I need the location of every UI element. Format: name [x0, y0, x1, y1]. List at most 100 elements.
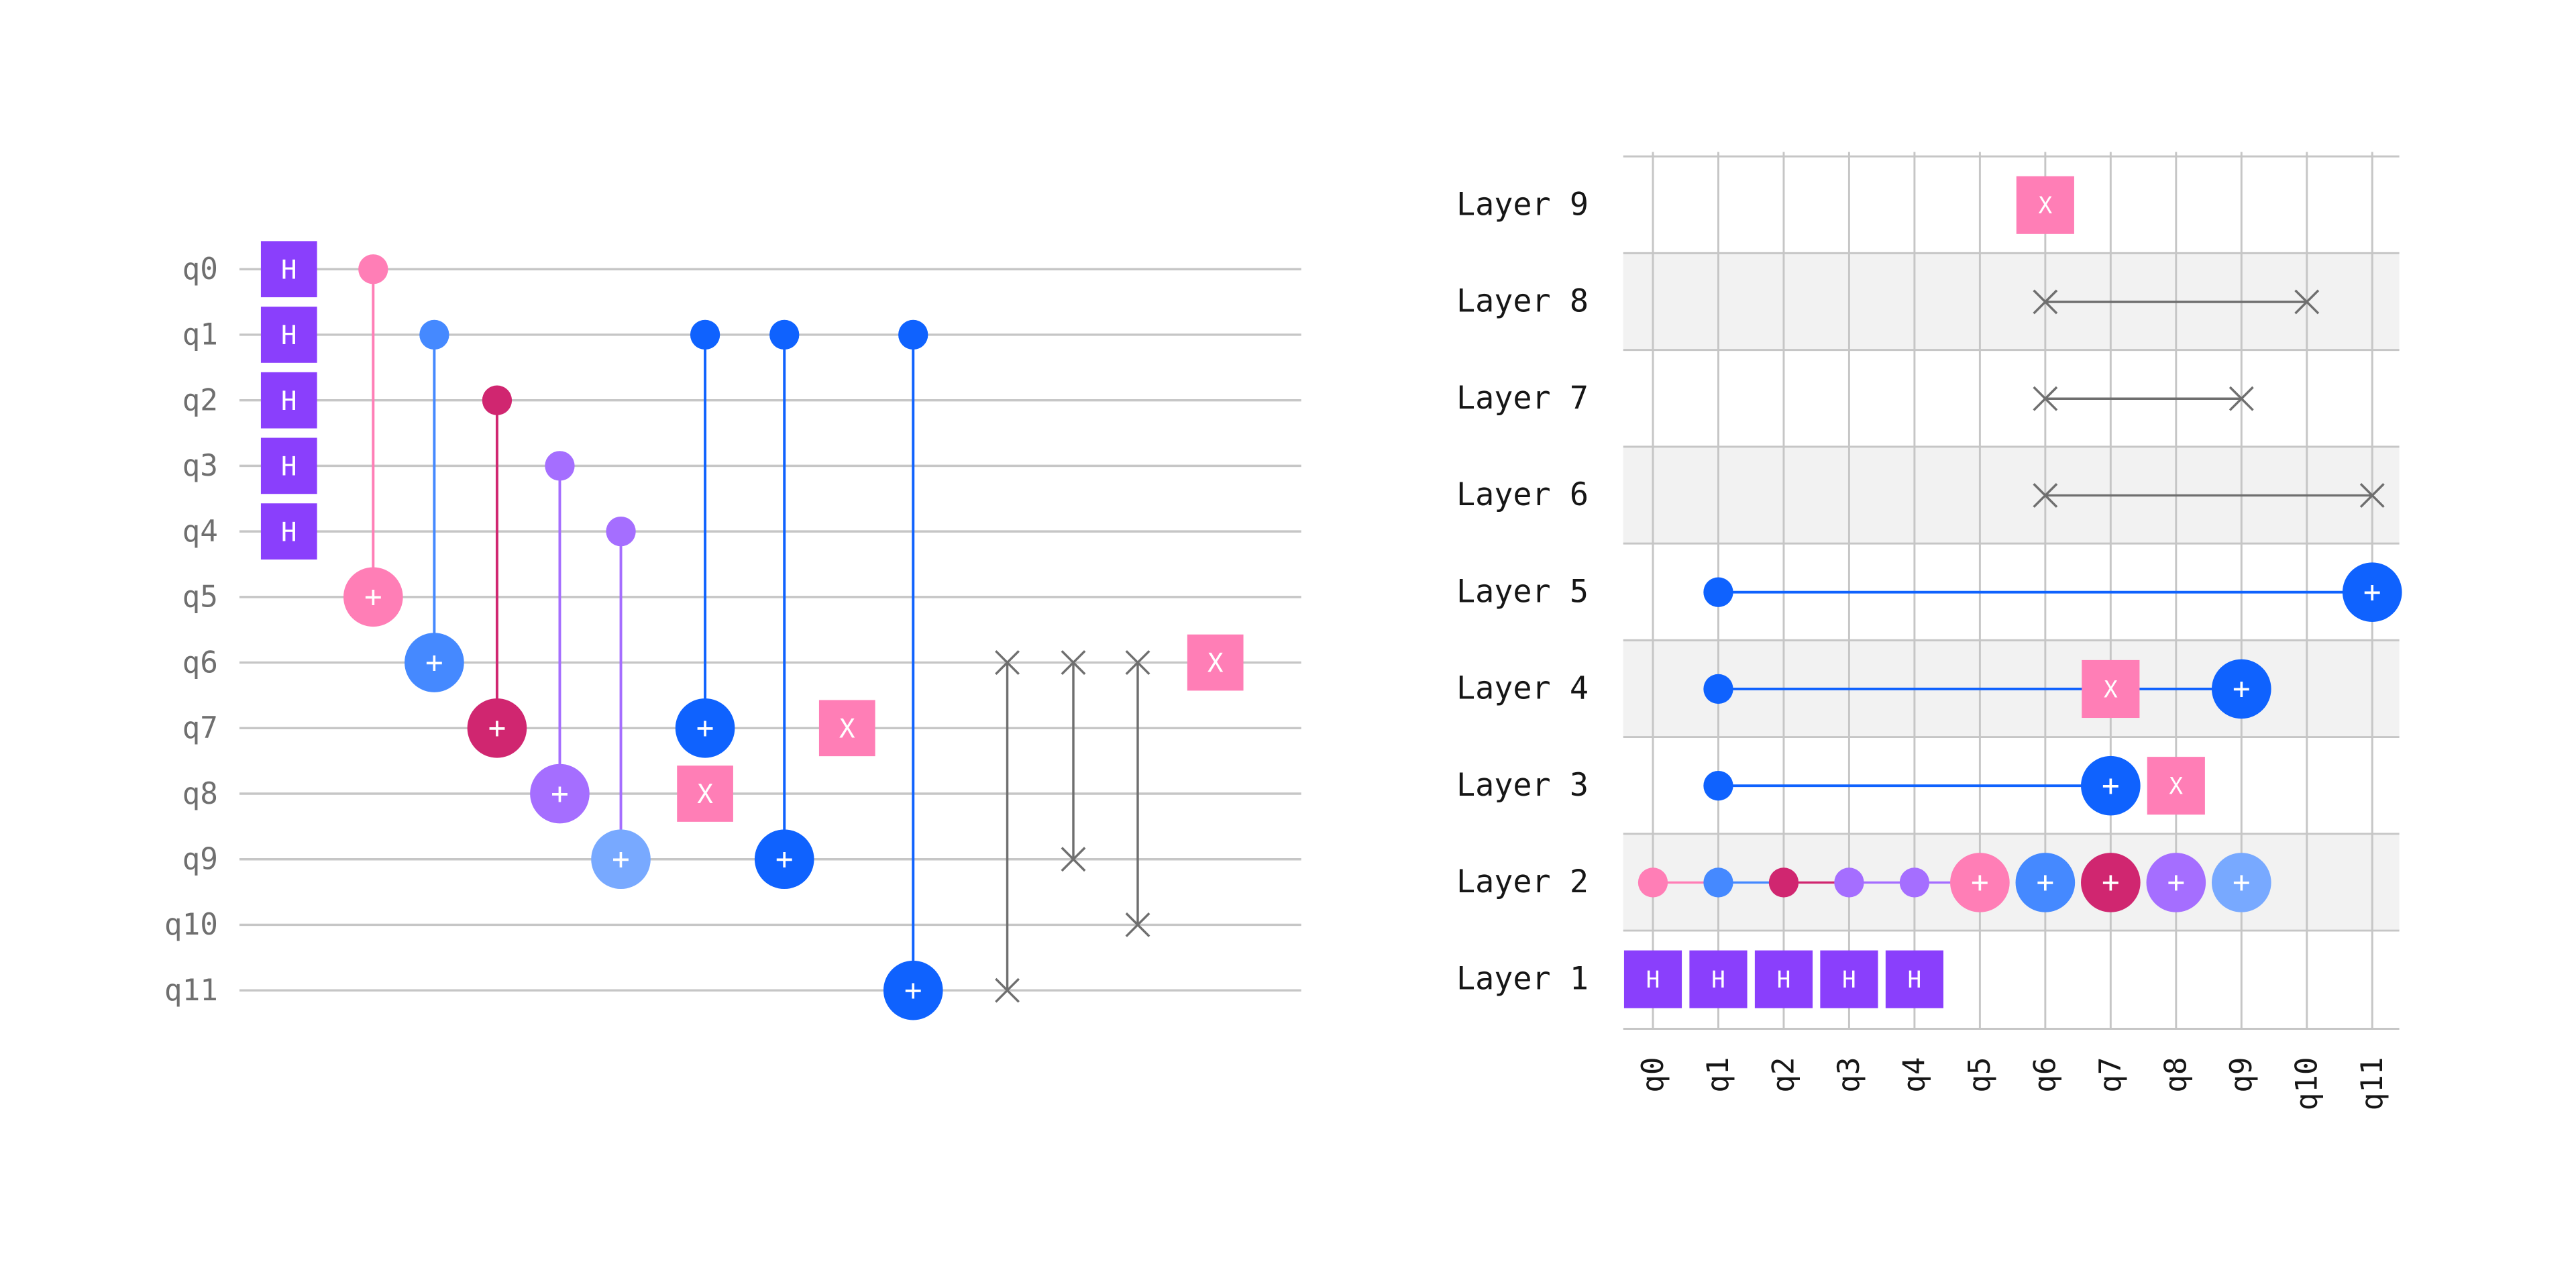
- x-gate-box: [818, 700, 875, 757]
- target-plus: +: [2233, 672, 2251, 706]
- target-plus: +: [425, 645, 443, 680]
- target-circle: [2146, 853, 2206, 912]
- circuit-diagram: q0q1q2q3q4q5q6q7q8q9q10q11HHHHH++++++X+X…: [164, 241, 1301, 1020]
- layer-label-7: Layer 7: [1456, 380, 1589, 417]
- x-gate-box: [2016, 176, 2074, 234]
- target-plus: +: [2037, 865, 2055, 900]
- qubit-axis-label-q10: q10: [2290, 1057, 2324, 1110]
- x-gate-label: X: [697, 779, 713, 810]
- layer-label-2: Layer 2: [1456, 864, 1589, 900]
- target-plus: +: [1971, 865, 1989, 900]
- target-plus: +: [551, 777, 569, 811]
- qubit-label-q2: q2: [182, 383, 218, 417]
- qubit-label-q0: q0: [182, 252, 218, 286]
- swap-cross: [2033, 483, 2058, 508]
- swap-cross: [1061, 650, 1086, 676]
- swap-cross: [2229, 386, 2254, 411]
- control-dot: [1703, 577, 1733, 607]
- swap-cross: [2294, 289, 2320, 315]
- qubit-label-q3: q3: [182, 449, 218, 483]
- qubit-axis-label-q1: q1: [1701, 1057, 1735, 1092]
- x-gate-label: X: [2104, 676, 2118, 703]
- target-circle: [405, 633, 464, 692]
- target-circle: [2342, 562, 2402, 623]
- swap-cross: [1125, 650, 1150, 676]
- swap-cross: [995, 650, 1020, 676]
- hadamard-gate-label: H: [1842, 967, 1856, 994]
- hadamard-gate-label: H: [281, 452, 297, 482]
- target-plus: +: [488, 711, 506, 745]
- qubit-axis-label-q4: q4: [1898, 1057, 1932, 1092]
- qubit-label-q8: q8: [182, 777, 218, 811]
- qubit-label-q9: q9: [182, 843, 218, 877]
- swap-cross: [1125, 912, 1150, 937]
- qubit-label-q6: q6: [182, 645, 218, 680]
- target-plus: +: [2102, 769, 2120, 803]
- target-plus: +: [2233, 865, 2251, 900]
- hadamard-gate-label: H: [281, 320, 297, 351]
- hadamard-gate-label: H: [1711, 967, 1725, 994]
- control-dot: [1834, 867, 1864, 898]
- hadamard-gate-box: [260, 307, 317, 363]
- control-dot: [1703, 867, 1733, 898]
- swap-cross: [2033, 386, 2058, 411]
- control-dot: [769, 319, 800, 350]
- target-plus: +: [2363, 575, 2381, 609]
- x-gate-label: X: [2038, 193, 2052, 219]
- control-dot: [545, 451, 575, 481]
- hadamard-gate-label: H: [1646, 967, 1660, 994]
- x-gate-box: [2082, 659, 2140, 719]
- hadamard-gate-box: [1820, 950, 1878, 1008]
- hadamard-gate-label: H: [1777, 967, 1791, 994]
- hadamard-gate-box: [260, 372, 317, 429]
- target-plus: +: [2102, 865, 2120, 900]
- target-plus: +: [775, 843, 794, 877]
- hadamard-gate-box: [260, 241, 317, 298]
- qubit-axis-label-q3: q3: [1832, 1057, 1866, 1092]
- target-plus: +: [364, 580, 382, 615]
- qubit-axis-label-q2: q2: [1767, 1057, 1801, 1092]
- qubit-axis-label-q5: q5: [1963, 1057, 1997, 1092]
- target-plus: +: [696, 711, 714, 745]
- target-circle: [2211, 853, 2271, 912]
- control-dot: [482, 385, 513, 415]
- layer-label-9: Layer 9: [1456, 187, 1589, 223]
- layer-label-1: Layer 1: [1456, 961, 1589, 997]
- hadamard-gate-box: [1689, 950, 1748, 1008]
- qubit-axis-label-q0: q0: [1636, 1057, 1670, 1092]
- target-circle: [467, 698, 527, 758]
- qubit-label-q7: q7: [182, 711, 218, 745]
- target-circle: [2015, 853, 2076, 912]
- qubit-axis-label-q8: q8: [2159, 1057, 2194, 1092]
- target-plus: +: [904, 973, 922, 1008]
- target-circle: [2211, 659, 2271, 719]
- x-gate-label: X: [2169, 774, 2183, 800]
- target-plus: +: [2167, 865, 2185, 900]
- control-dot: [419, 319, 449, 350]
- target-circle: [343, 567, 403, 627]
- hadamard-gate-label: H: [281, 386, 297, 417]
- control-dot: [898, 319, 928, 350]
- control-dot: [1899, 867, 1930, 898]
- qubit-axis-label-q7: q7: [2094, 1057, 2128, 1092]
- target-circle: [1950, 853, 2010, 912]
- hadamard-gate-label: H: [1908, 967, 1922, 994]
- hadamard-gate-box: [260, 437, 317, 494]
- x-gate-label: X: [839, 713, 855, 744]
- hadamard-gate-label: H: [281, 517, 297, 547]
- layer-label-8: Layer 8: [1456, 284, 1589, 320]
- layer-label-5: Layer 5: [1456, 574, 1589, 610]
- target-plus: +: [612, 843, 630, 877]
- target-circle: [2081, 853, 2141, 912]
- qubit-label-q1: q1: [182, 318, 218, 352]
- swap-cross: [1061, 847, 1086, 872]
- target-circle: [530, 763, 590, 824]
- qubit-axis-label-q6: q6: [2029, 1057, 2063, 1092]
- hadamard-gate-label: H: [281, 254, 297, 285]
- hadamard-gate-box: [260, 503, 317, 560]
- control-dot: [606, 516, 636, 547]
- control-dot: [1703, 771, 1733, 801]
- layer-label-4: Layer 4: [1456, 671, 1589, 707]
- qubit-axis-label-q9: q9: [2224, 1057, 2259, 1092]
